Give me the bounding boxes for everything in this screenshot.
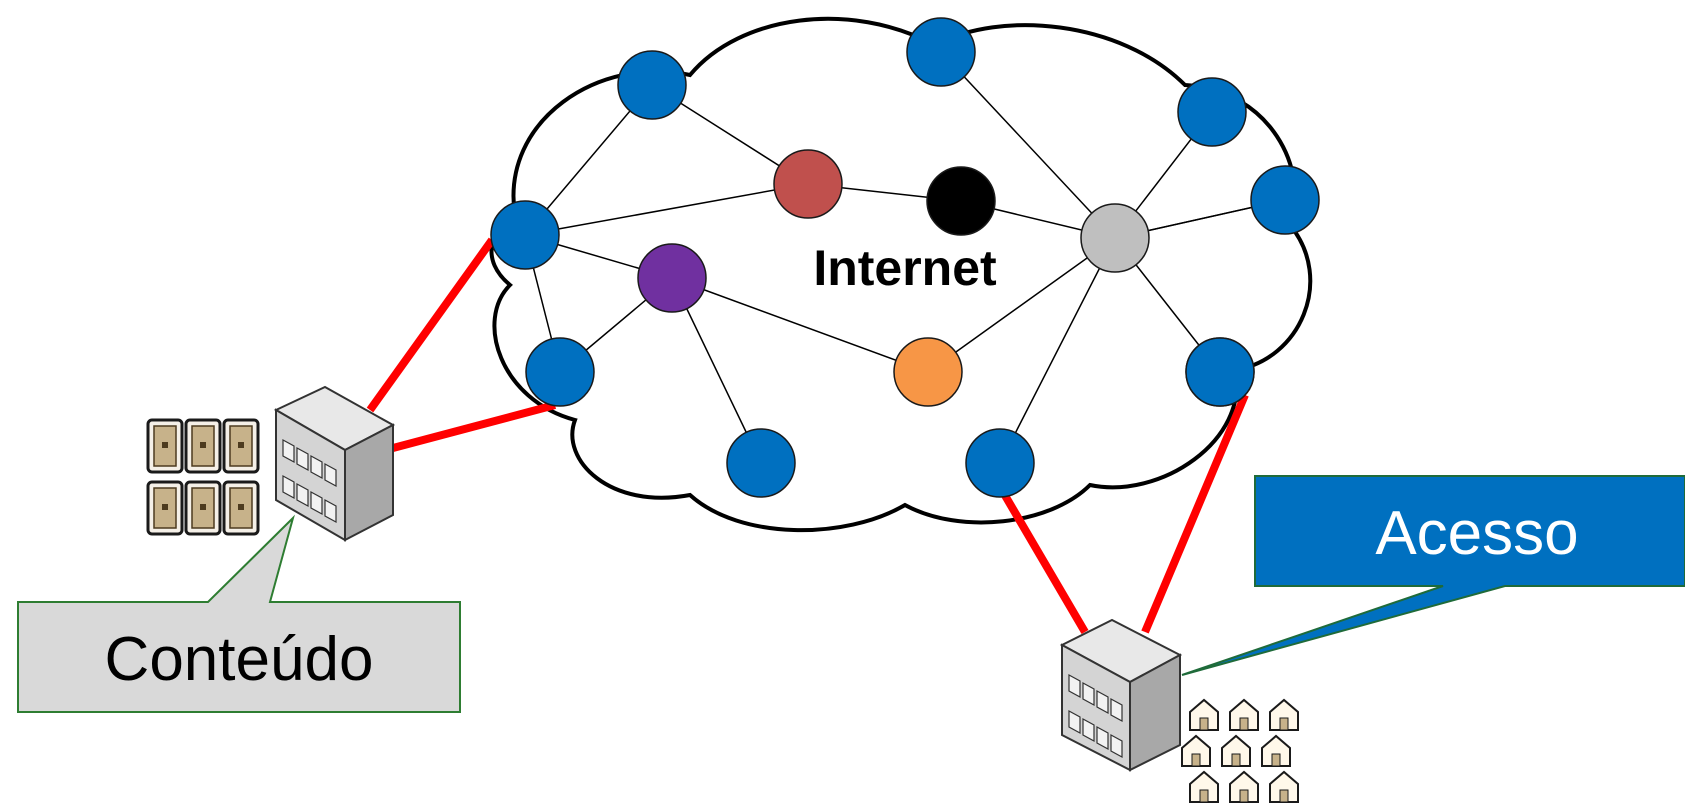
building-window [1082, 717, 1095, 743]
access-callout: Acesso [1181, 475, 1685, 676]
house-icon [1229, 770, 1259, 803]
content-building-icon [273, 385, 396, 542]
network-node-purple [637, 243, 707, 313]
network-link [927, 237, 1116, 373]
network-node-n2 [617, 50, 687, 120]
server-rack-icon [184, 480, 222, 536]
network-nodes [490, 17, 1320, 498]
server-rack-icon [184, 418, 222, 474]
building-window [324, 498, 337, 524]
network-node-gray [1080, 203, 1150, 273]
house-icon [1181, 734, 1211, 767]
house-icon [1269, 770, 1299, 803]
access-link [1141, 393, 1249, 634]
network-node-n4 [726, 428, 796, 498]
server-rack-icon [222, 418, 260, 474]
content-server-racks-icon [146, 418, 260, 536]
building-window [1110, 733, 1123, 759]
building-window [310, 454, 323, 480]
house-icon [1261, 734, 1291, 767]
house-icon [1221, 734, 1251, 767]
building-window [1068, 673, 1081, 699]
network-link [524, 183, 809, 236]
internet-label: Internet [813, 240, 997, 296]
building-window [296, 446, 309, 472]
network-node-red [773, 149, 843, 219]
access-link [366, 237, 496, 413]
building-window [1068, 709, 1081, 735]
building-window [324, 462, 337, 488]
houses-icon [1181, 698, 1299, 803]
content-callout-label: Conteúdo [105, 625, 374, 694]
house-icon [1189, 698, 1219, 731]
building-window [282, 438, 295, 464]
building-window [296, 482, 309, 508]
building-window [1082, 681, 1095, 707]
content-callout: Conteúdo [17, 514, 461, 713]
access-link [999, 489, 1089, 635]
building-window [282, 474, 295, 500]
access-callout-label: Acesso [1375, 499, 1578, 568]
building-window [1096, 689, 1109, 715]
access-building-icon [1059, 618, 1183, 772]
house-icon [1189, 770, 1219, 803]
network-node-black [926, 166, 996, 236]
network-node-n10 [1185, 337, 1255, 407]
house-icon [1229, 698, 1259, 731]
network-link [999, 237, 1116, 464]
network-node-n9 [965, 428, 1035, 498]
building-window [310, 490, 323, 516]
server-rack-icon [146, 480, 184, 536]
server-rack-icon [222, 480, 260, 536]
access-link [391, 401, 557, 452]
network-node-n5 [906, 17, 976, 87]
server-rack-icon [146, 418, 184, 474]
network-node-n6 [1177, 77, 1247, 147]
house-icon [1269, 698, 1299, 731]
network-link [671, 277, 929, 373]
network-node-n7 [1250, 165, 1320, 235]
network-node-orange [893, 337, 963, 407]
access-links [366, 237, 1249, 635]
building-window [1096, 725, 1109, 751]
network-node-n1 [490, 200, 560, 270]
network-link [940, 51, 1116, 239]
building-window [1110, 697, 1123, 723]
network-node-n3 [525, 337, 595, 407]
